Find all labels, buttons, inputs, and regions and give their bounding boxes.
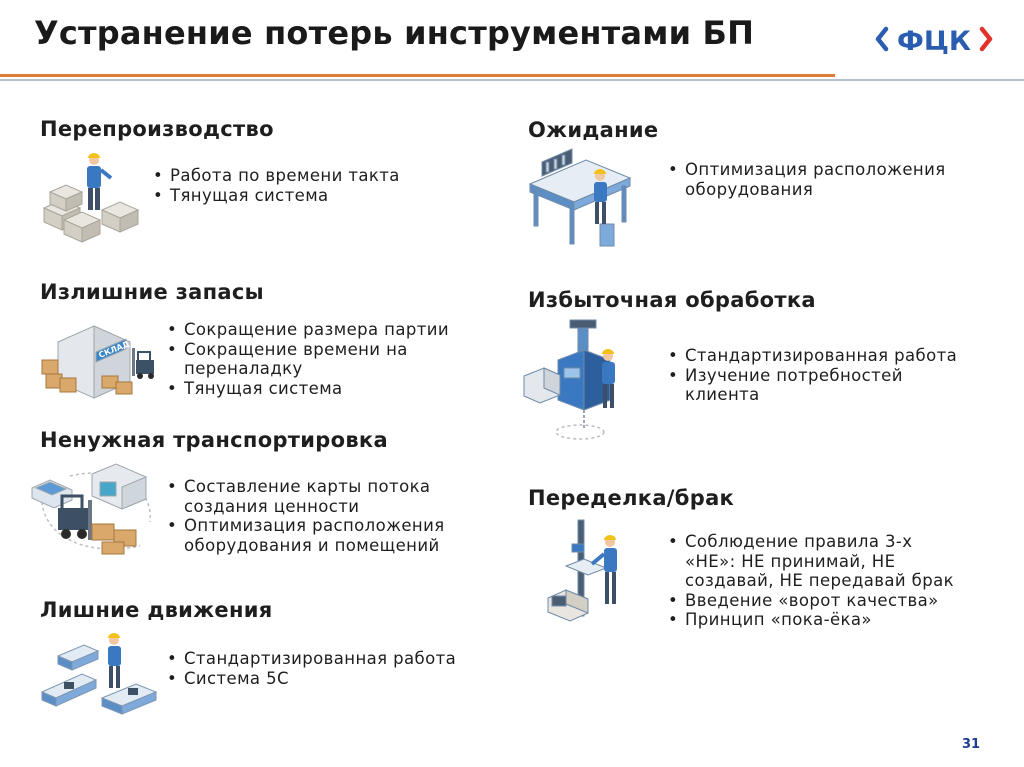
section-title: Ненужная транспортировка: [40, 428, 388, 452]
worker-inspection-icon: [547, 519, 617, 622]
company-logo: ФЦК: [875, 26, 993, 56]
bullet-item: Сокращение размера партии: [167, 320, 449, 340]
section-title: Перепроизводство: [40, 117, 274, 141]
bullet-list: Соблюдение правила 3-х «НЕ»: НЕ принимай…: [668, 532, 954, 630]
bullet-item: Система 5С: [167, 669, 456, 689]
header-accent-line: [0, 74, 835, 77]
header-divider: [0, 79, 1024, 81]
section-title: Излишние запасы: [40, 280, 264, 304]
bullet-item: Стандартизированная работа: [167, 649, 456, 669]
bullet-list: Сокращение размера партии Сокращение вре…: [167, 320, 449, 398]
bullet-item: Работа по времени такта: [153, 166, 400, 186]
bullet-item: Составление карты потока создания ценнос…: [167, 477, 445, 516]
forklift-transport-icon: [31, 463, 151, 555]
bullet-item: Тянущая система: [153, 186, 400, 206]
bullet-list: Оптимизация расположения оборудования: [668, 160, 946, 199]
bullet-item: Соблюдение правила 3-х «НЕ»: НЕ принимай…: [668, 532, 954, 591]
bullet-item: Стандартизированная работа: [668, 346, 957, 366]
page-number: 31: [962, 737, 981, 752]
bullet-list: Стандартизированная работа Изучение потр…: [668, 346, 957, 405]
worker-with-boxes-icon: [42, 153, 140, 243]
warehouse-forklift-icon: СКЛАД: [41, 325, 154, 399]
section-title: Ожидание: [528, 118, 659, 142]
bullet-item: Тянущая система: [167, 379, 449, 399]
section-title: Переделка/брак: [528, 486, 735, 510]
bullet-item: Принцип «пока-ёка»: [668, 610, 954, 630]
page-title: Устранение потерь инструментами БП: [34, 14, 755, 52]
bullet-item: Оптимизация расположения оборудования: [668, 160, 946, 199]
bullet-item: Оптимизация расположения оборудования и …: [167, 516, 445, 555]
worker-at-machine-icon: [523, 319, 615, 440]
worker-at-workbench-icon: [528, 148, 632, 247]
logo-text: ФЦК: [897, 26, 971, 56]
bullet-item: Сокращение времени на переналадку: [167, 340, 449, 379]
section-title: Избыточная обработка: [528, 288, 816, 312]
bullet-list: Составление карты потока создания ценнос…: [167, 477, 445, 555]
section-title: Лишние движения: [40, 598, 273, 622]
worker-at-conveyor-icon: [40, 633, 158, 715]
bullet-list: Работа по времени такта Тянущая система: [153, 166, 400, 205]
bullet-item: Изучение потребностей клиента: [668, 366, 957, 405]
bullet-list: Стандартизированная работа Система 5С: [167, 649, 456, 688]
bullet-item: Введение «ворот качества»: [668, 591, 954, 611]
